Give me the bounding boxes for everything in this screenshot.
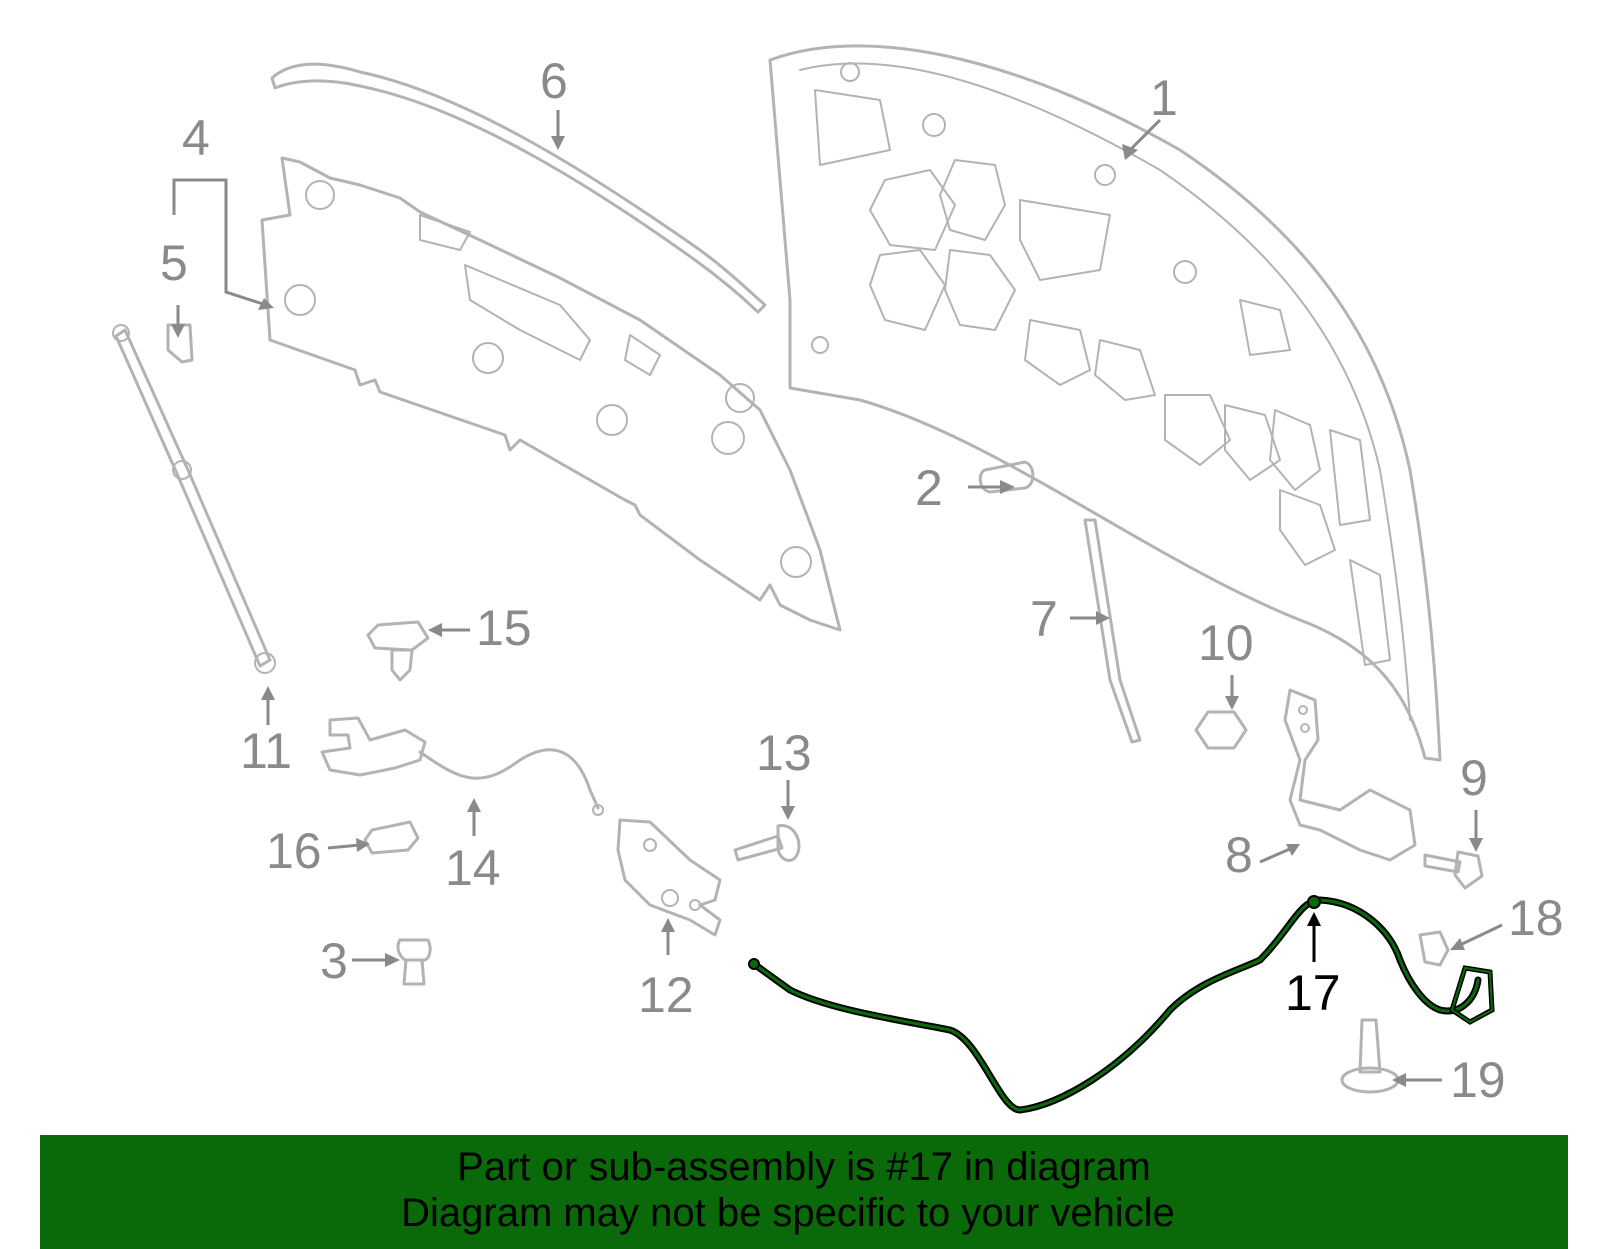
hood-latch: [616, 818, 722, 937]
release-lever: [320, 716, 604, 816]
info-banner: Part or sub-assembly is #17 in diagram D…: [40, 1135, 1568, 1249]
clip-part: [166, 323, 194, 364]
callout-numbers: 1 2 3 4 5 6 7 8 9 10 11 12 13 14 15 16 1…: [160, 53, 1564, 1108]
callout-3: 3: [320, 933, 348, 989]
banner-line-disclaimer: Diagram may not be specific to your vehi…: [401, 1191, 1175, 1235]
callout-leaders: [171, 110, 1503, 1087]
hood-strut: [112, 324, 276, 674]
callout-5: 5: [160, 235, 188, 291]
cable-clip: [1418, 930, 1450, 967]
bumper-stop: [396, 938, 432, 986]
callout-1: 1: [1150, 70, 1178, 126]
callout-8: 8: [1225, 827, 1253, 883]
bumper-stud: [1340, 1018, 1400, 1094]
callout-17: 17: [1285, 965, 1341, 1021]
callout-15: 15: [476, 600, 532, 656]
prop-rod: [1083, 518, 1142, 744]
callout-2: 2: [915, 460, 943, 516]
hood-insulator: [260, 156, 842, 632]
callout-9: 9: [1460, 750, 1488, 806]
callout-6: 6: [540, 53, 568, 109]
callout-18: 18: [1508, 890, 1564, 946]
hood-panel: [768, 44, 1442, 762]
callout-14: 14: [445, 840, 501, 896]
callout-19: 19: [1450, 1052, 1506, 1108]
hood-seal: [270, 62, 767, 314]
hood-hinge: [1283, 688, 1417, 862]
callout-16: 16: [266, 823, 322, 879]
callout-11: 11: [240, 723, 292, 779]
callout-10: 10: [1198, 615, 1254, 671]
callout-7: 7: [1030, 591, 1058, 647]
banner-line-part: Part or sub-assembly is #17 in diagram: [457, 1145, 1151, 1189]
callout-4: 4: [182, 110, 210, 166]
callout-12: 12: [638, 967, 694, 1023]
callout-13: 13: [756, 725, 812, 781]
latch-bolt: [733, 824, 801, 862]
release-cable-highlighted: [748, 895, 1495, 1114]
push-pin: [366, 620, 430, 682]
hinge-nut: [1194, 710, 1248, 750]
hood-bumper: [978, 460, 1035, 494]
lever-clip: [363, 820, 420, 855]
hinge-bolt: [1423, 850, 1484, 890]
